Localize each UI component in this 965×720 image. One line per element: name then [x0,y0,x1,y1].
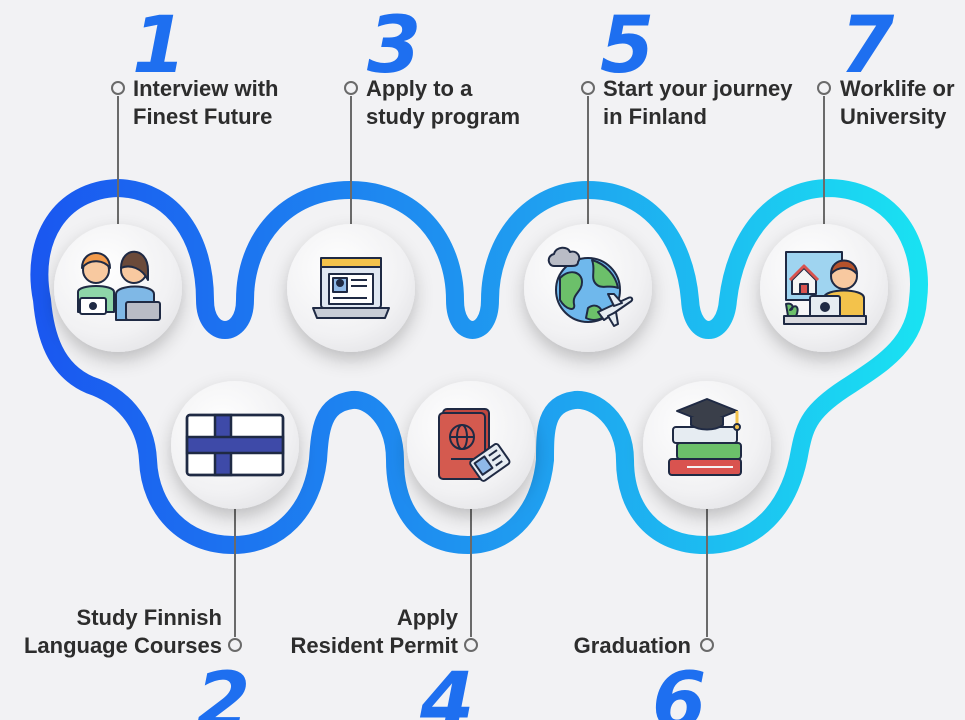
step-number-1: 1 [132,1,186,91]
passport-icon [438,408,511,482]
connector-lines [111,81,831,652]
step-2-label-line1: Study Finnish [77,605,222,630]
remote-work-icon [783,251,867,325]
laptop-application-icon [312,257,390,319]
step-4-label-line1: Apply [397,605,459,630]
journey-path-top [30,178,928,555]
step-1-disc [54,224,182,352]
step-2-label-line2: Language Courses [24,633,222,658]
step-number-7: 7 [840,1,895,91]
step-number-3: 3 [367,1,421,91]
graduation-books-icon [668,398,742,476]
step-number-6: 6 [652,657,706,720]
step-7-label-line2: University [840,104,947,129]
step-1-label-line1: Interview with [133,76,278,101]
step-3-label-line2: study program [366,104,520,129]
step-number-5: 5 [600,1,654,91]
globe-plane-icon [547,246,634,327]
interview-icon [77,250,161,321]
step-numbers: 1 3 5 7 2 4 6 [132,1,895,720]
step-1-label-line2: Finest Future [133,104,272,129]
step-number-4: 4 [419,657,474,720]
step-5-label-line2: in Finland [603,104,707,129]
step-6-label-line2: Graduation [574,633,691,658]
step-number-2: 2 [196,657,250,720]
step-7-label-line1: Worklife or [840,76,955,101]
step-3-label-line1: Apply to a [366,76,473,101]
step-4-label-line2: Resident Permit [291,633,459,658]
finland-flag-icon [185,413,285,477]
step-labels: Interview with Finest Future Apply to a … [24,76,955,658]
step-5-label-line1: Start your journey [603,76,793,101]
